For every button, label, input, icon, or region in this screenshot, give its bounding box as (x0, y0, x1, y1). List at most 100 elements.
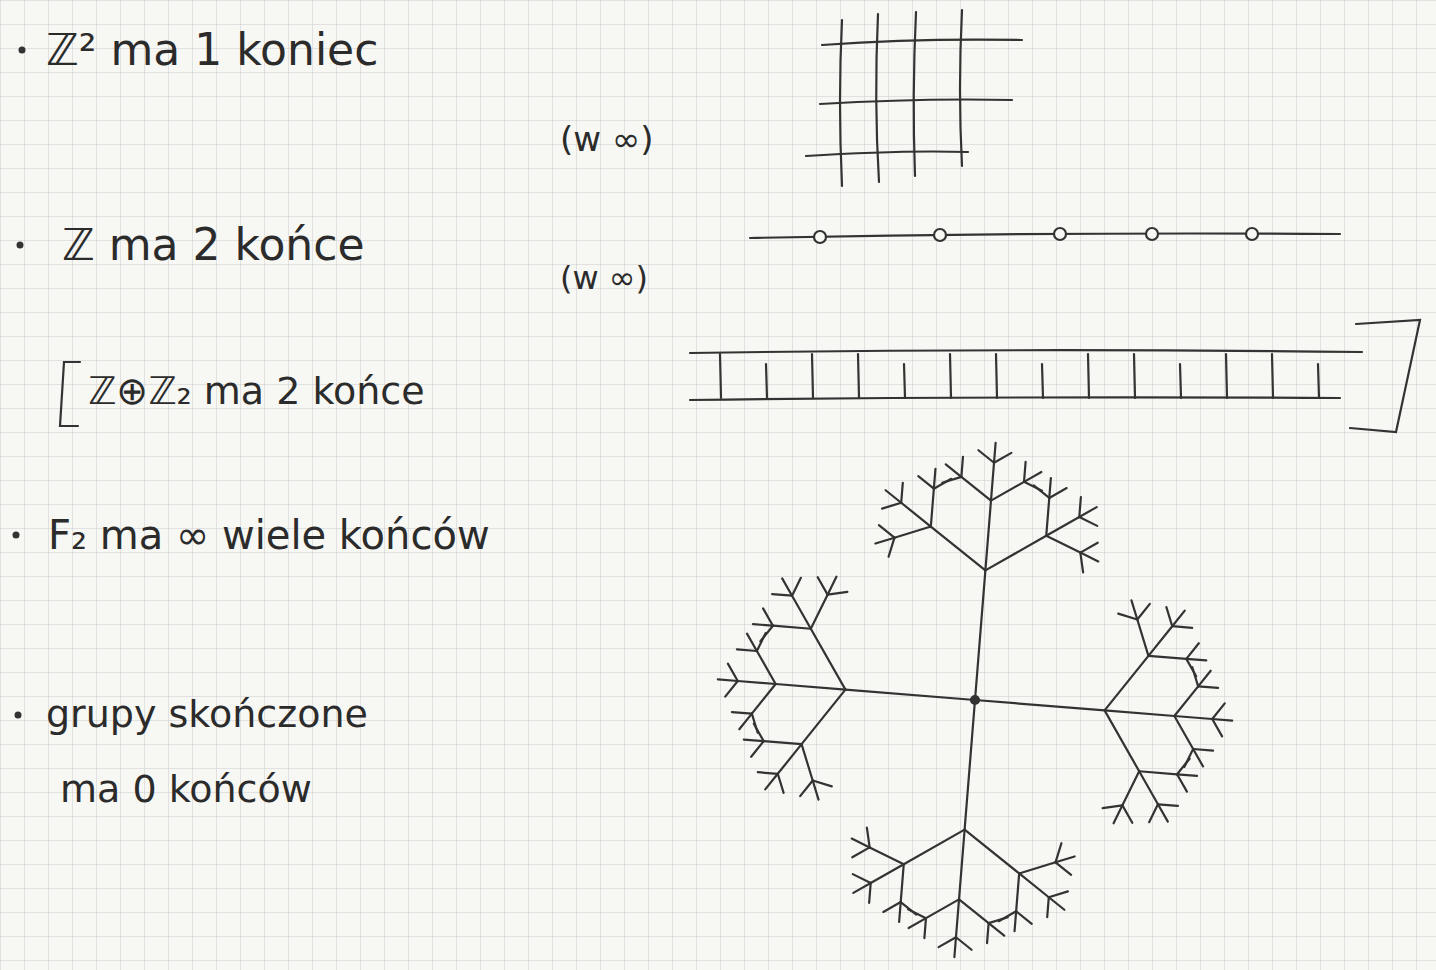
tree-edge (909, 918, 926, 928)
tree-edge (813, 781, 832, 787)
tree-edge (1114, 805, 1123, 823)
tree-edge (778, 744, 802, 774)
tree-edge (987, 923, 989, 943)
tree-edge (782, 578, 792, 595)
tree-edge (1034, 485, 1050, 498)
bullet (15, 712, 22, 719)
tree-edge (1049, 897, 1065, 910)
tree-edge (1186, 643, 1199, 659)
tree-edge (1080, 553, 1083, 573)
tree-edge (757, 651, 776, 684)
tree-edge (828, 592, 848, 595)
bullets (13, 47, 26, 719)
tree-edge (1046, 536, 1080, 553)
tree-edge (954, 937, 956, 957)
tree-edge (901, 902, 917, 915)
tree-edge (764, 741, 802, 744)
tree-edge (882, 503, 901, 509)
tree-edge (1049, 891, 1068, 897)
tree-edge (1019, 862, 1055, 873)
tree-edge (924, 918, 926, 938)
tree-edge (1174, 716, 1193, 749)
tree-edge (904, 830, 965, 865)
rung (1272, 354, 1273, 398)
tree-edge (959, 830, 965, 900)
statement-text: ℤ² ma 1 koniec (46, 25, 378, 76)
tree-edge (1056, 862, 1072, 875)
tree-edge (1024, 462, 1026, 482)
tree-edge (811, 629, 846, 690)
tree-edge (1174, 716, 1212, 719)
tree-edge (1122, 805, 1132, 822)
tree-edge (1016, 873, 1019, 911)
tree-edge (1148, 626, 1172, 656)
tree-edge (1149, 804, 1158, 822)
tree-edge (744, 740, 764, 742)
tree-edge (1174, 686, 1198, 716)
rung (858, 354, 859, 398)
tree-edge (800, 781, 813, 797)
tree-edge (853, 883, 870, 893)
tree-edge (1103, 805, 1123, 808)
tree-edge (901, 503, 931, 527)
tree-edge (1177, 759, 1190, 775)
statement-text: ma 0 końców (60, 768, 312, 812)
rung (1134, 354, 1135, 398)
tree-edge (1192, 667, 1198, 686)
left-bracket (60, 362, 80, 426)
grid-line (876, 14, 879, 182)
tree-edge (901, 483, 903, 503)
tree-edge (776, 684, 846, 690)
tree-edge (1118, 614, 1137, 620)
tree-edge (1158, 804, 1168, 821)
tree-edge (1105, 710, 1140, 771)
tree-edge (802, 744, 813, 780)
tree-edge (1172, 626, 1192, 628)
tree-edge (1079, 517, 1097, 526)
tree-edge (879, 525, 895, 538)
tree-edge (1186, 659, 1206, 661)
tree-edge (813, 781, 819, 800)
tree-edge (1212, 719, 1222, 736)
note-text: (w ∞) (560, 120, 653, 159)
tree-edge (1193, 749, 1203, 766)
tree-edge (1015, 911, 1017, 931)
tree-edge (959, 899, 989, 923)
tree-edge (792, 578, 801, 596)
statement-text: ℤ ma 2 końce (62, 220, 365, 271)
vertex (934, 229, 946, 241)
tree-edge (802, 690, 846, 745)
tree-edge (985, 536, 1046, 571)
tree-edge (975, 700, 1105, 710)
tree-edge (765, 774, 778, 790)
tree-edge (725, 681, 738, 697)
tree-edge (738, 681, 776, 684)
tree-edge (1137, 604, 1150, 620)
rung (766, 364, 767, 398)
tree-edge (1019, 873, 1049, 897)
tree-edge (989, 917, 1008, 923)
rung (720, 354, 721, 398)
tree-edge (1198, 686, 1218, 688)
tree-edge (758, 772, 778, 774)
tree-edge (1080, 553, 1098, 562)
tree-edge (1046, 498, 1049, 536)
tree-edge (773, 626, 811, 629)
tree-edge (1016, 911, 1032, 924)
rung (996, 354, 997, 398)
tree-edge (1139, 771, 1158, 804)
tree-edge (728, 664, 738, 681)
tree-edge (845, 690, 975, 700)
rung (1088, 354, 1089, 398)
rung (812, 354, 813, 398)
tree-edge (1024, 472, 1041, 482)
tree-edge (1212, 719, 1232, 721)
grid-line (960, 10, 962, 166)
grid-line (806, 152, 968, 157)
tree-edge (994, 443, 996, 463)
tree-edge (747, 634, 757, 651)
tree-edge (811, 595, 828, 629)
